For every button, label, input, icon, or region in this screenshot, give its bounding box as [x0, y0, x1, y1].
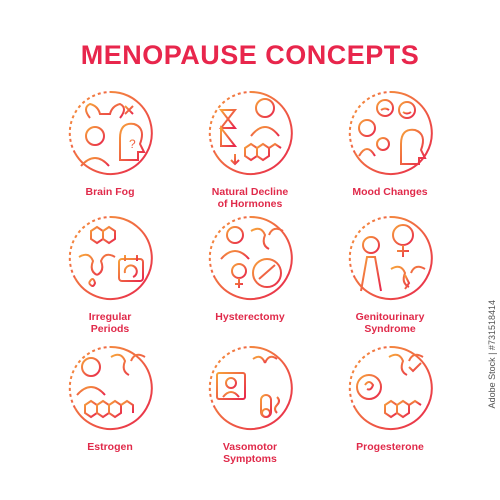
- concept-label: Hysterectomy: [215, 311, 285, 323]
- page-title: MENOPAUSE CONCEPTS: [80, 40, 420, 70]
- footer-strip: [0, 480, 500, 500]
- concept-label: Mood Changes: [352, 186, 428, 198]
- concept-brain-fog: ? Brain Fog: [40, 88, 180, 198]
- concept-label: Natural Decline of Hormones: [211, 186, 289, 210]
- concept-mood-changes: Mood Changes: [320, 88, 460, 198]
- brain-fog-icon: ?: [68, 90, 153, 175]
- concept-label: Estrogen: [87, 441, 133, 453]
- concept-progesterone: Progesterone: [320, 343, 460, 453]
- estrogen-icon: [68, 345, 153, 430]
- concept-label: Brain Fog: [85, 186, 135, 198]
- concept-estrogen: Estrogen: [40, 343, 180, 453]
- hysterectomy-icon: [208, 215, 293, 300]
- concept-natural-decline-of-hormones: Natural Decline of Hormones: [180, 88, 320, 210]
- hormone-decline-icon: [208, 90, 293, 175]
- concept-label: Vasomotor Symptoms: [222, 441, 278, 465]
- vasomotor-symptoms-icon: [208, 345, 293, 430]
- irregular-periods-icon: [68, 215, 153, 300]
- svg-text:?: ?: [129, 137, 136, 151]
- concept-genitourinary-syndrome: Genitourinary Syndrome: [320, 213, 460, 335]
- mood-changes-icon: [348, 90, 433, 175]
- progesterone-icon: [348, 345, 433, 430]
- concept-label: Irregular Periods: [88, 311, 132, 335]
- stock-id: Adobe Stock | #731518414: [487, 300, 497, 409]
- concept-vasomotor-symptoms: Vasomotor Symptoms: [180, 343, 320, 465]
- concept-hysterectomy: Hysterectomy: [180, 213, 320, 323]
- concept-label: Genitourinary Syndrome: [355, 311, 425, 335]
- genitourinary-syndrome-icon: [348, 215, 433, 300]
- concept-label: Progesterone: [356, 441, 424, 453]
- concept-irregular-periods: Irregular Periods: [40, 213, 180, 335]
